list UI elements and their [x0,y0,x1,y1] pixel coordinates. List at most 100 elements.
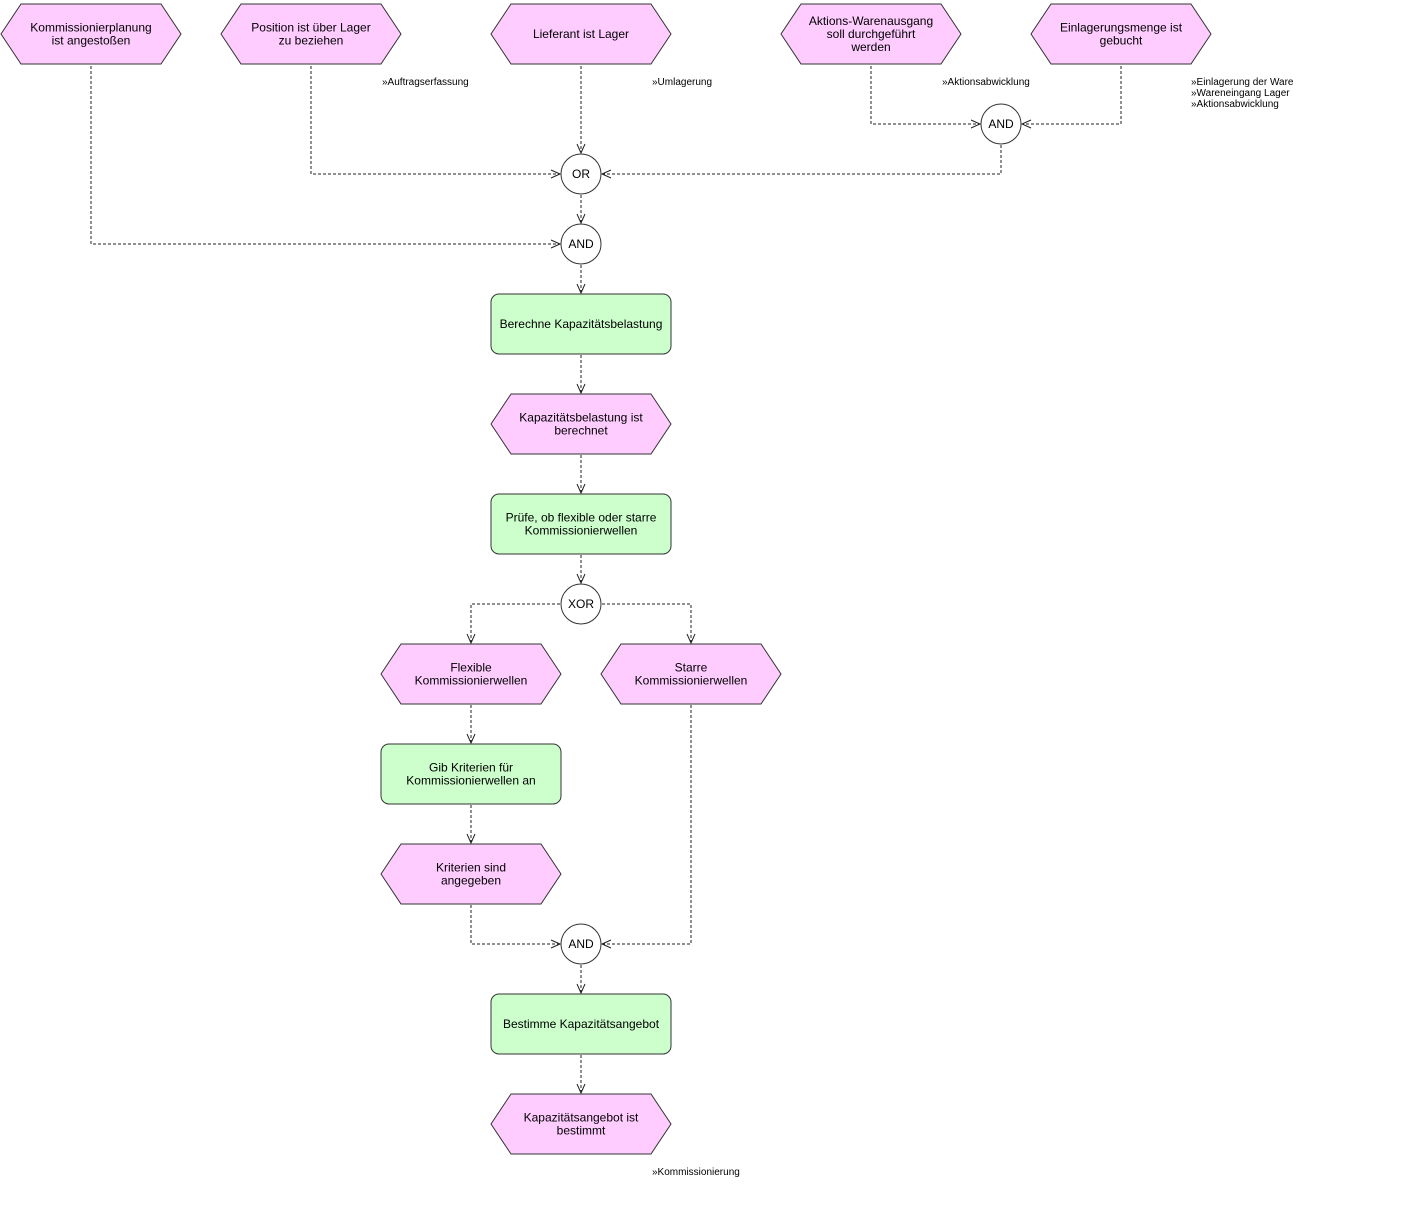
function-label: Kommissionierwellen [525,524,638,538]
connector-circle [560,153,602,195]
process-link-label[interactable]: »Umlagerung [652,77,712,88]
event-e3[interactable]: Lieferant ist Lager [490,3,672,65]
flow-edge [602,603,696,645]
event-shape [600,643,782,705]
arrow-head [576,983,586,995]
arrow-head [600,939,612,949]
event-label: bestimmt [557,1124,606,1138]
flow-edge [576,355,586,395]
arrow-head [970,119,982,129]
event-label: Lieferant ist Lager [533,27,629,41]
function-shape [380,743,562,805]
process-link-label[interactable]: »Auftragserfassung [382,77,469,88]
event-shape [490,1093,672,1155]
arrow-head [576,283,586,295]
process-link-l2[interactable]: »Umlagerung [652,77,712,88]
flow-edge [576,455,586,495]
connector-circle [560,223,602,265]
function-f4[interactable]: Bestimme Kapazitätsangebot [490,993,672,1055]
arrow-head [600,169,612,179]
event-label: angegeben [441,874,501,888]
event-label: Flexible [450,661,492,675]
event-label: zu beziehen [279,34,344,48]
event-label: Kapazitätsangebot ist [524,1111,639,1125]
arrow-head [1020,119,1032,129]
process-link-l4[interactable]: »Einlagerung der Ware»Wareneingang Lager… [1191,77,1294,110]
event-shape [490,3,672,65]
event-label: berechnet [554,424,608,438]
arrow-head [466,833,476,845]
flow-edge [576,66,586,155]
flow-edge [576,555,586,585]
process-link-label[interactable]: »Kommissionierung [652,1167,740,1178]
arrow-head [576,483,586,495]
connector-c4[interactable]: XOR [560,583,602,625]
flow-edge [90,66,562,249]
flow-edge [310,66,562,179]
function-shape [490,293,672,355]
function-f1[interactable]: Berechne Kapazitätsbelastung [490,293,672,355]
flow-edge [466,603,560,645]
flow-edge [870,66,982,129]
event-label: soll durchgeführt [827,27,916,41]
arrow-head [686,633,696,645]
event-shape [1030,3,1212,65]
process-link-label[interactable]: »Aktionsabwicklung [1191,99,1279,110]
function-label: Berechne Kapazitätsbelastung [500,317,663,331]
event-label: Kriterien sind [436,861,506,875]
connector-c5[interactable]: AND [560,923,602,965]
function-shape [490,993,672,1055]
event-label: Kommissionierwellen [635,674,748,688]
event-shape [220,3,402,65]
function-label: Bestimme Kapazitätsangebot [503,1017,660,1031]
flow-edge [466,805,476,845]
arrow-head [576,383,586,395]
process-link-l3[interactable]: »Aktionsabwicklung [942,77,1030,88]
event-label: Einlagerungsmenge ist [1060,21,1183,35]
event-shape [490,393,672,455]
process-link-l1[interactable]: »Auftragserfassung [382,77,469,88]
function-label: Kommissionierwellen an [406,774,535,788]
connector-label: AND [568,237,594,251]
arrow-head [466,733,476,745]
function-f2[interactable]: Prüfe, ob flexible oder starreKommission… [490,493,672,555]
process-link-label[interactable]: »Einlagerung der Ware [1191,77,1294,88]
event-label: Starre [675,661,708,675]
flow-edge [600,145,1002,179]
process-link-label[interactable]: »Wareneingang Lager [1191,88,1290,99]
event-label: Kapazitätsbelastung ist [519,411,643,425]
event-label: Aktions-Warenausgang [809,14,933,28]
connector-circle [560,923,602,965]
flow-edge [1020,66,1122,129]
event-label: Position ist über Lager [251,21,370,35]
arrow-head [550,939,562,949]
event-label: ist angestoßen [52,34,131,48]
function-label: Prüfe, ob flexible oder starre [506,511,657,525]
arrow-head [550,239,562,249]
arrow-head [576,1083,586,1095]
event-label: werden [850,40,890,54]
connector-c2[interactable]: OR [560,153,602,195]
event-label: Kommissionierplanung [30,21,151,35]
arrow-head [576,213,586,225]
connector-c3[interactable]: AND [560,223,602,265]
arrow-head [576,573,586,585]
connector-label: AND [568,937,594,951]
process-link-label[interactable]: »Aktionsabwicklung [942,77,1030,88]
process-link-l5[interactable]: »Kommissionierung [652,1167,740,1178]
flow-edge [600,705,692,949]
connector-c1[interactable]: AND [980,103,1022,145]
event-shape [780,3,962,65]
connector-label: AND [988,117,1014,131]
